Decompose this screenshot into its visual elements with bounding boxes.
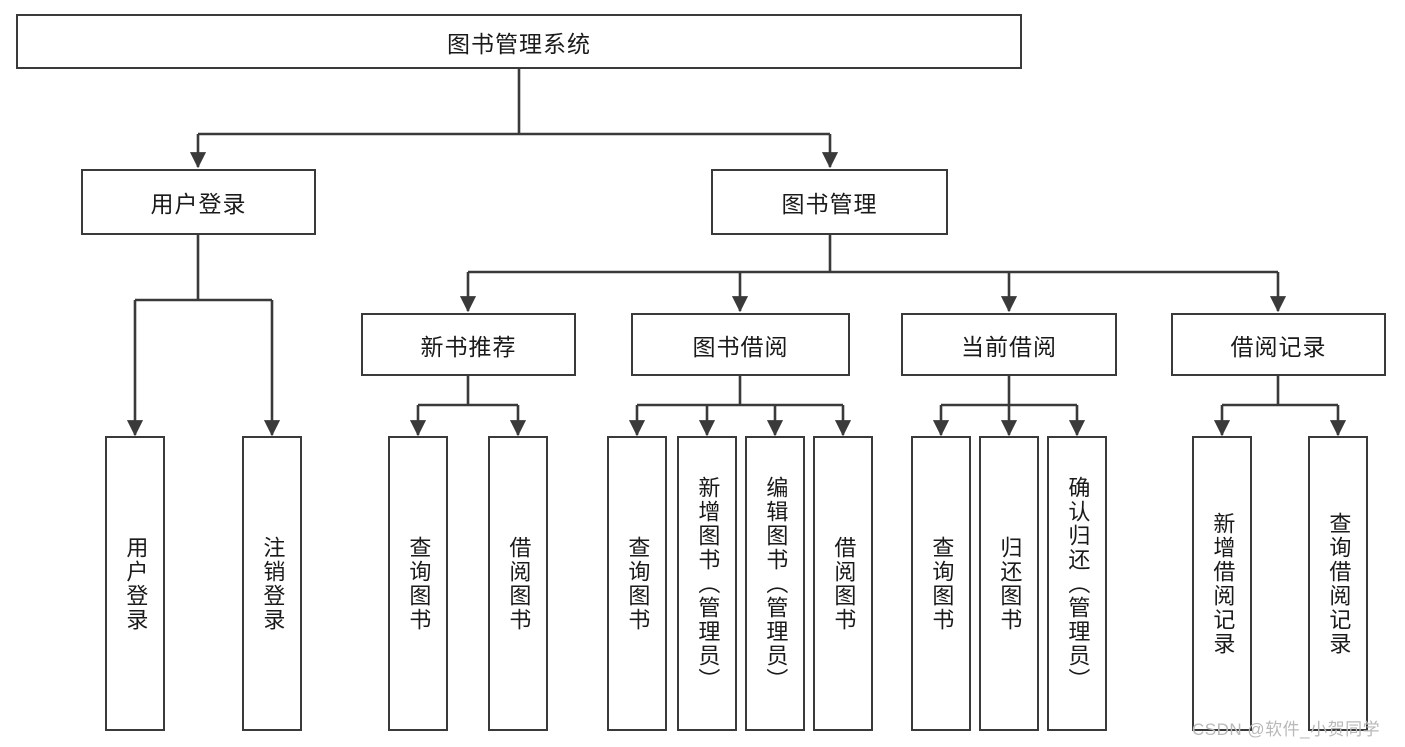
leaf-label: 注销登录 xyxy=(260,535,286,632)
leaf-record-add-borrow-record[interactable]: 新增借阅记录 xyxy=(1192,436,1252,731)
leaf-label: 新增借阅记录 xyxy=(1210,511,1236,656)
leaf-label: 新增图书（管理员） xyxy=(695,475,721,692)
leaf-label: 借阅图书 xyxy=(831,535,857,632)
leaf-new-book-borrow-book[interactable]: 借阅图书 xyxy=(488,436,548,731)
node-current-borrow[interactable]: 当前借阅 xyxy=(901,313,1117,376)
node-root-book-management-system[interactable]: 图书管理系统 xyxy=(16,14,1022,69)
leaf-label: 查询图书 xyxy=(625,535,651,632)
leaf-label: 用户登录 xyxy=(123,535,149,632)
leaf-user-login-login[interactable]: 用户登录 xyxy=(105,436,165,731)
leaf-label: 借阅图书 xyxy=(506,535,532,632)
leaf-borrow-add-book-admin[interactable]: 新增图书（管理员） xyxy=(677,436,737,731)
leaf-label: 查询借阅记录 xyxy=(1326,511,1352,656)
node-user-login[interactable]: 用户登录 xyxy=(81,169,316,235)
leaf-label: 编辑图书（管理员） xyxy=(763,475,789,692)
leaf-new-book-query-book[interactable]: 查询图书 xyxy=(388,436,448,731)
node-borrow-record[interactable]: 借阅记录 xyxy=(1171,313,1386,376)
leaf-label: 确认归还（管理员） xyxy=(1065,475,1091,692)
leaf-label: 查询图书 xyxy=(406,535,432,632)
leaf-label: 归还图书 xyxy=(997,535,1023,632)
node-new-book-recommendation[interactable]: 新书推荐 xyxy=(361,313,576,376)
node-book-borrow[interactable]: 图书借阅 xyxy=(631,313,850,376)
leaf-record-query-borrow-record[interactable]: 查询借阅记录 xyxy=(1308,436,1368,731)
leaf-current-return-book[interactable]: 归还图书 xyxy=(979,436,1039,731)
leaf-borrow-borrow-book[interactable]: 借阅图书 xyxy=(813,436,873,731)
leaf-borrow-edit-book-admin[interactable]: 编辑图书（管理员） xyxy=(745,436,805,731)
node-book-management[interactable]: 图书管理 xyxy=(711,169,948,235)
leaf-current-confirm-return-admin[interactable]: 确认归还（管理员） xyxy=(1047,436,1107,731)
leaf-borrow-query-book[interactable]: 查询图书 xyxy=(607,436,667,731)
leaf-label: 查询图书 xyxy=(929,535,955,632)
watermark-credit: CSDN @软件_小贺同学 xyxy=(1192,720,1381,739)
leaf-user-login-logout[interactable]: 注销登录 xyxy=(242,436,302,731)
leaf-current-query-book[interactable]: 查询图书 xyxy=(911,436,971,731)
